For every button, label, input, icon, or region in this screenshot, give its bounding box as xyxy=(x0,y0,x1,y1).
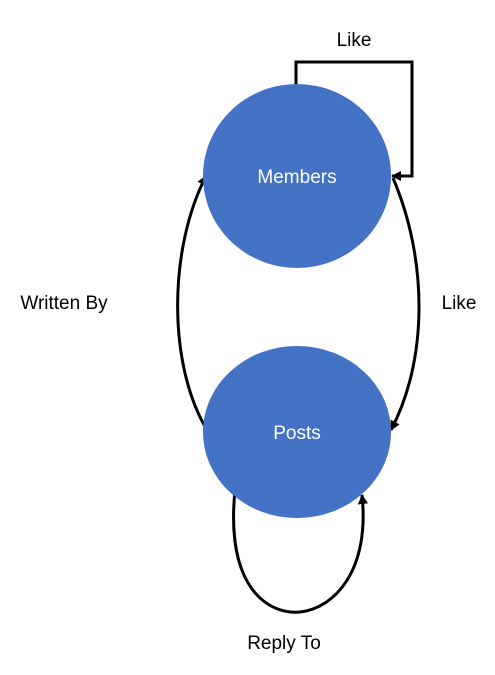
edge-posts-written-by-members xyxy=(176,175,209,431)
node-posts xyxy=(203,346,391,518)
node-members-label: Members xyxy=(257,167,336,188)
node-posts-label: Posts xyxy=(273,423,321,444)
edge-label-written-by: Written By xyxy=(20,293,108,314)
node-members xyxy=(203,84,391,268)
edge-members-like-posts xyxy=(389,177,421,431)
edge-members-like-members xyxy=(294,60,414,181)
edge-label-members-like-posts: Like xyxy=(442,293,477,314)
edge-label-members-like-members: Like xyxy=(337,30,372,51)
edge-posts-reply-to-posts xyxy=(232,489,368,614)
edge-label-reply-to: Reply To xyxy=(247,633,321,654)
